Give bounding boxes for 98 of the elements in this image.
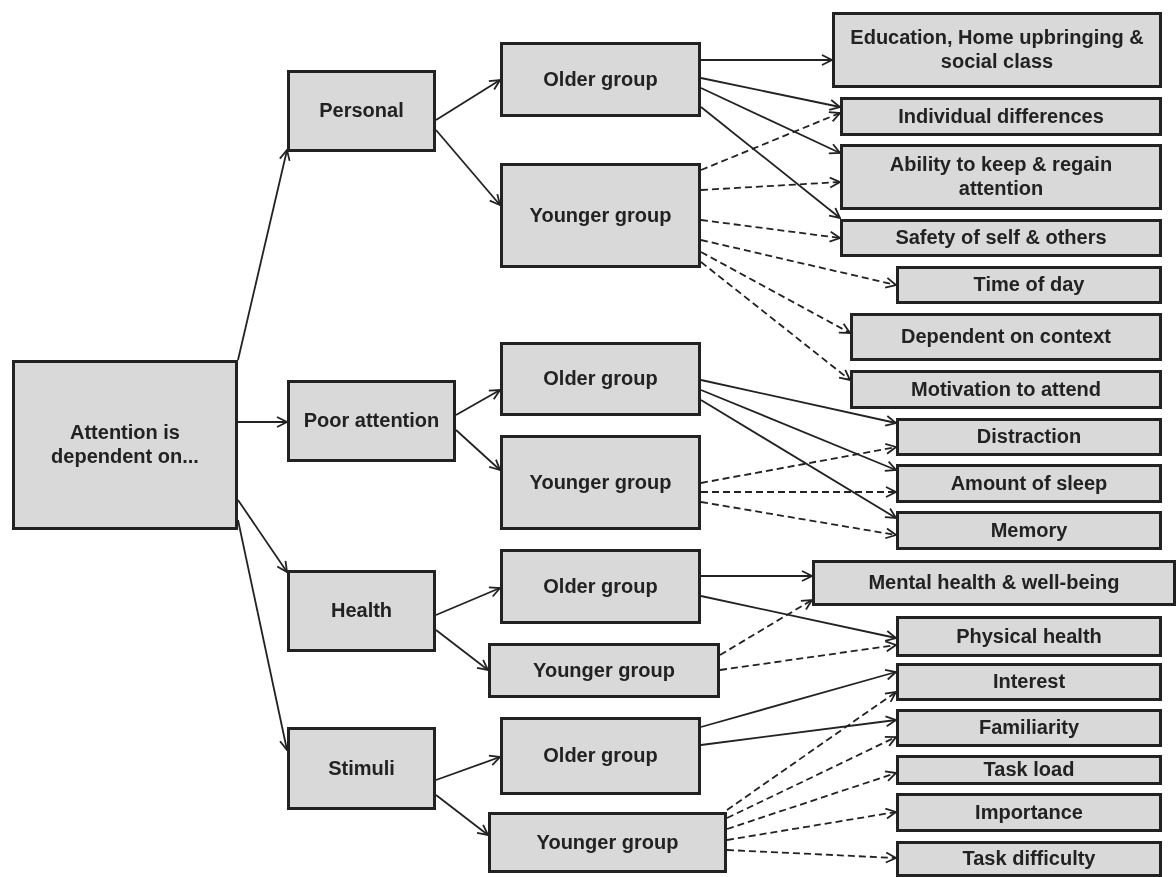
arrow — [726, 691, 897, 811]
process-box — [287, 570, 436, 652]
process-box — [500, 163, 701, 268]
arrow — [719, 640, 897, 671]
arrow — [700, 443, 897, 484]
process-box — [896, 841, 1162, 877]
arrow — [700, 54, 833, 66]
process-box — [500, 435, 701, 530]
arrow — [455, 429, 501, 471]
process-box — [896, 709, 1162, 747]
box-label: Distraction — [976, 425, 1082, 449]
arrow — [726, 849, 897, 864]
process-box — [896, 266, 1162, 304]
process-box — [500, 717, 701, 795]
process-box — [488, 812, 727, 873]
arrow — [435, 629, 489, 671]
box-label: Interest — [992, 670, 1066, 694]
arrow — [700, 261, 851, 381]
arrow — [700, 379, 897, 427]
box-label: Younger group — [529, 470, 672, 495]
process-box — [500, 42, 701, 117]
process-box — [287, 380, 456, 462]
box-label: Younger group — [536, 830, 679, 855]
arrow — [700, 87, 841, 155]
box-label: Mental health & well-being — [868, 571, 1120, 595]
box-label: Task difficulty — [962, 847, 1096, 871]
arrow — [700, 399, 897, 519]
box-label: Amount of sleep — [950, 471, 1108, 496]
arrow — [700, 669, 897, 728]
box-label: Motivation to attend — [911, 377, 1101, 402]
arrow — [700, 239, 897, 289]
arrow — [455, 389, 501, 416]
process-box — [896, 616, 1162, 657]
arrow — [237, 499, 288, 573]
process-box — [287, 70, 436, 152]
arrow — [700, 176, 841, 191]
box-label: Ability to keep & regain attention — [888, 153, 1114, 201]
arrow — [719, 599, 813, 656]
arrow — [700, 251, 851, 334]
arrow — [700, 77, 841, 111]
process-box — [896, 418, 1162, 456]
box-label: Dependent on context — [901, 325, 1111, 349]
arrow — [700, 219, 841, 243]
arrow — [435, 586, 501, 616]
arrow — [700, 389, 897, 472]
arrow — [700, 501, 897, 540]
box-label: Younger group — [533, 658, 675, 683]
process-box — [850, 370, 1162, 409]
arrow — [726, 770, 897, 830]
box-label: Older group — [543, 67, 658, 92]
process-box — [840, 144, 1162, 210]
process-box — [840, 219, 1162, 257]
box-label: Stimuli — [328, 756, 395, 781]
arrow — [435, 129, 501, 206]
box-label: Older group — [543, 574, 658, 599]
process-box — [832, 12, 1162, 88]
arrow — [700, 595, 897, 642]
arrow — [435, 794, 489, 836]
process-box — [12, 360, 238, 530]
box-label: Attention is dependent on... — [50, 421, 200, 469]
process-box — [287, 727, 436, 810]
process-box — [500, 342, 701, 416]
process-box — [896, 511, 1162, 550]
arrow — [700, 486, 897, 498]
box-label: Older group — [543, 367, 658, 391]
box-label: Familiarity — [978, 716, 1079, 740]
box-label: Individual differences — [898, 104, 1104, 129]
box-label: Personal — [319, 99, 404, 123]
box-label: Health — [330, 599, 393, 623]
box-label: Poor attention — [303, 409, 440, 433]
box-label: Older group — [543, 744, 658, 768]
arrow — [726, 735, 897, 819]
arrow — [700, 715, 897, 746]
box-label: Memory — [990, 518, 1068, 543]
box-label: Task load — [983, 758, 1075, 782]
arrow — [435, 754, 501, 781]
arrow — [700, 111, 841, 171]
arrow — [726, 807, 897, 841]
arrow — [237, 416, 288, 428]
process-box — [896, 464, 1162, 503]
box-label: Younger group — [529, 203, 672, 228]
box-label: Physical health — [956, 624, 1102, 649]
process-box — [850, 313, 1162, 361]
process-box — [500, 549, 701, 624]
arrow — [435, 79, 501, 121]
arrow — [700, 570, 813, 582]
process-box — [812, 560, 1176, 606]
box-label: Time of day — [973, 273, 1085, 297]
arrow — [237, 149, 291, 361]
process-box — [896, 663, 1162, 701]
box-label: Importance — [975, 800, 1083, 825]
box-label: Education, Home upbringing & social class — [849, 26, 1145, 74]
process-box — [488, 643, 720, 698]
process-box — [896, 793, 1162, 832]
process-box — [840, 97, 1162, 136]
box-label: Safety of self & others — [895, 226, 1107, 250]
arrow — [700, 106, 841, 219]
process-box — [896, 755, 1162, 785]
